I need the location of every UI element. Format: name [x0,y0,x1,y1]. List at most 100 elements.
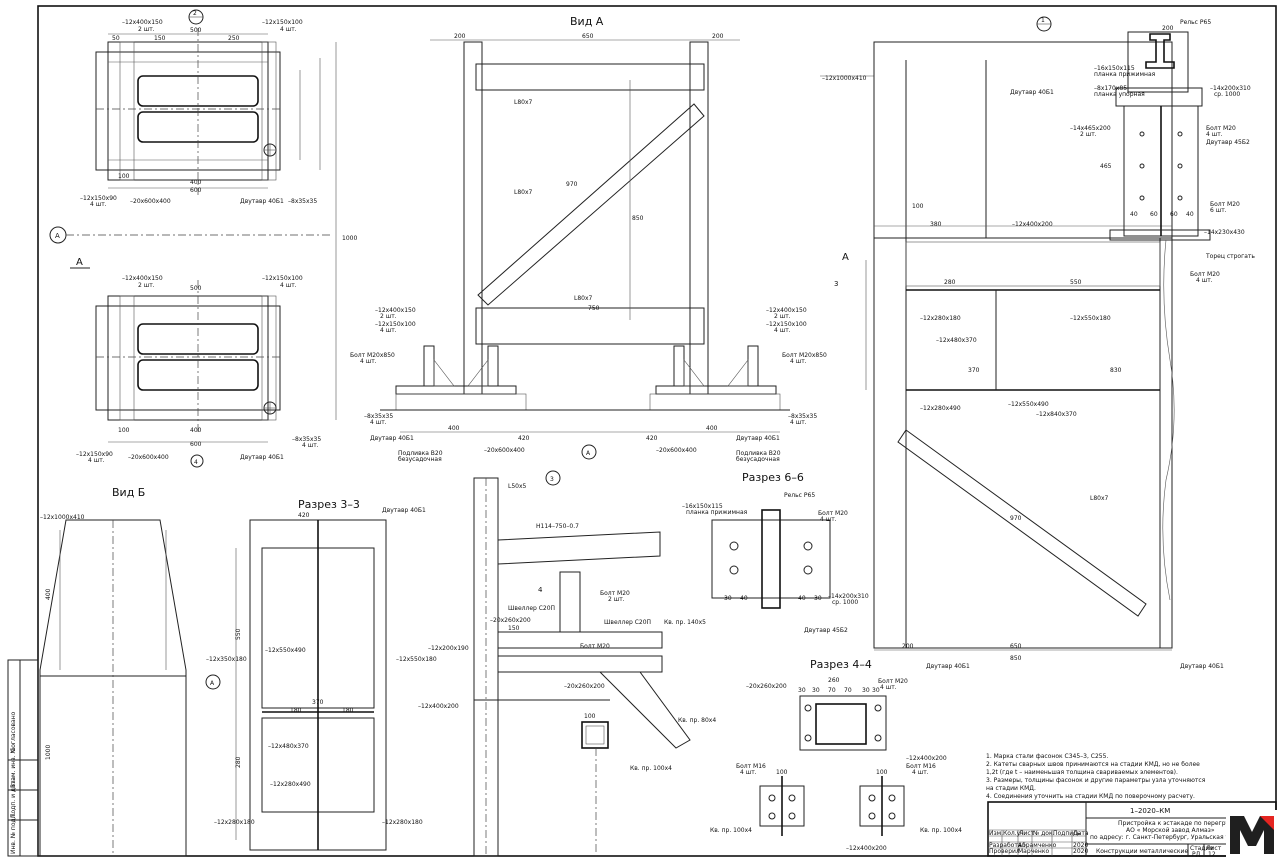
svg-text:–20x600x400: –20x600x400 [484,447,525,454]
svg-text:100: 100 [118,427,130,434]
svg-text:–16x150x115: –16x150x115 [682,503,723,510]
svg-text:550: 550 [1070,279,1082,286]
stamp-inv: Инв. № подл. [10,813,17,854]
svg-text:–20x600x400: –20x600x400 [130,198,171,205]
svg-text:–12x400x200: –12x400x200 [846,845,887,852]
svg-text:–12x350x180: –12x350x180 [206,656,247,663]
svg-text:6 шт.: 6 шт. [1210,207,1227,214]
svg-text:2 шт.: 2 шт. [608,596,625,603]
svg-text:Пристройка к эстакаде по перег: Пристройка к эстакаде по перегрузке [1118,820,1240,827]
svg-text:–12x150x100: –12x150x100 [262,275,303,282]
svg-text:30: 30 [724,595,732,602]
general-notes: 1. Марка стали фасонок С345–3, С255. 2. … [986,753,1206,800]
svg-text:Торец строгать: Торец строгать [1205,253,1255,260]
svg-text:–8x35x35: –8x35x35 [364,413,393,420]
svg-text:4 шт.: 4 шт. [280,282,297,289]
svg-text:Н114–750–0.7: Н114–750–0.7 [536,523,579,530]
side-stamp: Согласовано Взам. инв. № Подп. и дата Ин… [7,659,39,857]
svg-text:Двутавр 40Б1: Двутавр 40Б1 [240,454,284,461]
svg-text:Двутавр 40Б1: Двутавр 40Б1 [370,435,414,442]
svg-text:100: 100 [776,769,788,776]
svg-text:30: 30 [814,595,822,602]
title-razrez-4-4: Разрез 4–4 [810,658,872,671]
note-4: 3. Размеры, толщины фасонок и другие пар… [986,777,1206,784]
svg-text:400: 400 [706,425,718,432]
svg-text:Болт М20: Болт М20 [1206,125,1236,132]
svg-text:№ док.: № док. [1033,830,1055,837]
svg-text:РД: РД [1192,851,1201,858]
svg-text:Дата: Дата [1073,830,1089,837]
svg-text:А: А [76,257,83,268]
svg-text:4 шт.: 4 шт. [380,327,397,334]
svg-text:L80x7: L80x7 [514,189,533,196]
svg-text:Болт М20: Болт М20 [1210,201,1240,208]
svg-text:Болт М20: Болт М20 [878,678,908,685]
svg-text:370: 370 [968,367,980,374]
note-2: 2. Катеты сварных швов принимаются на ст… [986,761,1200,768]
svg-text:30: 30 [812,687,820,694]
svg-text:–12x200x190: –12x200x190 [428,645,469,652]
svg-text:4: 4 [538,586,543,594]
title-code: 1–2020–КМ [1130,807,1170,815]
svg-text:60: 60 [1150,211,1158,218]
svg-text:4 шт.: 4 шт. [90,201,107,208]
svg-text:Швеллер С20П: Швеллер С20П [604,619,651,626]
svg-text:4 шт.: 4 шт. [370,419,387,426]
svg-text:Болт М16: Болт М16 [906,763,936,770]
svg-text:2 шт.: 2 шт. [138,26,155,33]
column-elevation: –12x1000x410 100 380 Двутавр 40Б1 –12x40… [820,41,1224,670]
svg-text:–12x400x150: –12x400x150 [766,307,807,314]
brand-logo: M [1226,810,1278,858]
svg-text:Кв. пр. 100х4: Кв. пр. 100х4 [710,827,752,834]
svg-text:4 шт.: 4 шт. [1196,277,1213,284]
svg-text:970: 970 [1010,515,1022,522]
svg-text:–20x600x400: –20x600x400 [128,454,169,461]
svg-text:безусадочная: безусадочная [398,456,442,463]
svg-text:100: 100 [912,203,924,210]
svg-text:–12x150x90: –12x150x90 [76,451,113,458]
svg-text:420: 420 [646,435,658,442]
svg-text:4 шт.: 4 шт. [790,419,807,426]
svg-text:260: 260 [828,677,840,684]
svg-text:1000: 1000 [45,745,52,760]
plan-upper: 500 150 250 50 600 400 100 –12x400x150 2… [80,19,321,208]
svg-text:А: А [55,232,60,240]
plan-lower: –12x400x150 2 шт. –12x150x100 4 шт. 500 … [76,275,321,468]
svg-text:Двутавр 40Б1: Двутавр 40Б1 [382,507,426,514]
svg-text:–14x230x430: –14x230x430 [1204,229,1245,236]
svg-text:Стадия: Стадия [1190,845,1213,852]
svg-text:Болт М16: Болт М16 [736,763,766,770]
svg-text:4 шт.: 4 шт. [740,769,757,776]
node-3: 3 L50x5 Н114–750–0.7 4 Швеллер С20П Болт… [418,470,716,857]
svg-text:200: 200 [712,33,724,40]
svg-text:Болт М20: Болт М20 [1190,271,1220,278]
svg-text:400: 400 [190,179,202,186]
svg-text:–8x35x35: –8x35x35 [288,198,317,205]
svg-text:–12x480x370: –12x480x370 [268,743,309,750]
svg-text:Болт М20: Болт М20 [600,590,630,597]
svg-text:–20x260x200: –20x260x200 [564,683,605,690]
svg-text:380: 380 [930,221,942,228]
svg-text:Двутавр 40Б1: Двутавр 40Б1 [1010,89,1054,96]
svg-text:850: 850 [1010,655,1022,662]
svg-text:А: А [210,680,215,687]
svg-text:–12x150x100: –12x150x100 [766,321,807,328]
section-4-4: Разрез 4–4 –20x260x200 260 30 30 70 70 3… [710,658,962,852]
svg-text:–12x400x150: –12x400x150 [122,275,163,282]
svg-text:200: 200 [454,33,466,40]
note-1: 1. Марка стали фасонок С345–3, С255. [986,753,1108,760]
svg-text:–14x465x200: –14x465x200 [1070,125,1111,132]
svg-text:2020: 2020 [1073,848,1088,855]
logo-letter: M [1226,810,1227,811]
svg-text:–12x840x370: –12x840x370 [1036,411,1077,418]
title-razrez-3-3: Разрез 3–3 [298,498,360,511]
svg-text:500: 500 [190,27,202,34]
title-vid-a: Вид А [570,15,604,28]
svg-text:Болт М20: Болт М20 [580,643,610,650]
svg-text:Кв. пр. 140х5: Кв. пр. 140х5 [664,619,706,626]
view-a: Вид А 200 650 200 L80x7 L80x7 970 L80x7 … [350,15,827,463]
svg-text:L80x7: L80x7 [574,295,593,302]
svg-text:70: 70 [844,687,852,694]
svg-text:Рельс Р65: Рельс Р65 [784,492,815,499]
sheet-frame [37,5,1277,857]
